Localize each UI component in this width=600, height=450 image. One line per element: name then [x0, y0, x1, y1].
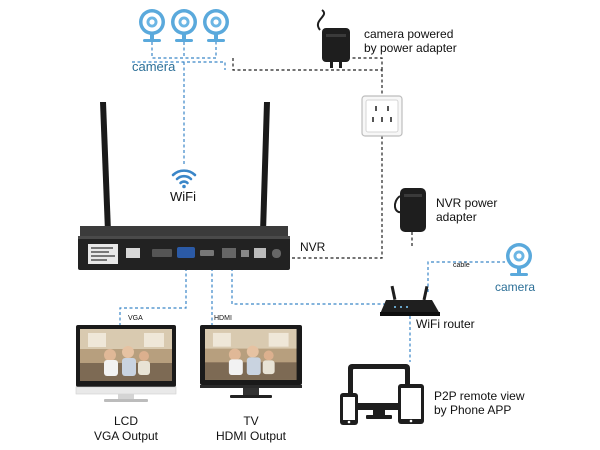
wifi-label: WiFi	[170, 189, 196, 204]
data-wires	[119, 42, 505, 362]
vga-tag: VGA	[128, 315, 143, 322]
camera-label: camera	[495, 280, 536, 294]
tv-icon	[200, 325, 302, 398]
power-adapter-icon	[394, 188, 426, 232]
wifi-router-icon	[380, 285, 440, 316]
nvr-power-label-line2: adapter	[436, 210, 477, 224]
tablet-icon	[398, 384, 424, 424]
router-to-camera-cable	[427, 261, 505, 292]
camera-power-label-line1: camera powered	[364, 27, 454, 41]
wall-socket-icon	[361, 95, 403, 137]
wifi-icon	[171, 169, 197, 189]
p2p-label-line2: by Phone APP	[434, 403, 512, 417]
hdmi-tag: HDMI	[214, 315, 232, 322]
vga-wire	[119, 268, 187, 325]
power-wires	[232, 40, 413, 259]
camera-icon	[171, 9, 197, 42]
tv-label-line1: TV	[243, 414, 259, 428]
monitor-icon	[348, 364, 410, 419]
lan-wire	[231, 268, 395, 305]
p2p-devices	[340, 364, 424, 425]
cable-label: cable	[453, 262, 470, 269]
camera-power-wire	[232, 58, 383, 96]
nvr-device	[78, 102, 290, 270]
camera-icon	[203, 9, 229, 42]
adapter-to-socket-wire	[327, 40, 383, 70]
power-adapter-icon	[317, 9, 350, 68]
phone-icon	[340, 393, 358, 425]
camera-icon	[506, 243, 532, 276]
lcd-label-line2: VGA Output	[93, 429, 159, 443]
p2p-label-line1: P2P remote view	[434, 389, 525, 403]
socket-to-nvr-wire	[290, 136, 383, 259]
tv-label-line2: HDMI Output	[215, 429, 287, 443]
nvr-power-label-line1: NVR power	[436, 196, 498, 210]
monitor-icon	[75, 325, 177, 402]
camera-bus-top	[151, 42, 217, 59]
wifi-router-label: WiFi router	[416, 317, 475, 331]
lcd-label-line1: LCD	[113, 414, 138, 428]
camera-icon	[139, 9, 165, 42]
camera-power-label-line2: by power adapter	[364, 41, 457, 55]
camera-group-label: camera	[132, 59, 176, 74]
nvr-label: NVR	[300, 240, 326, 254]
